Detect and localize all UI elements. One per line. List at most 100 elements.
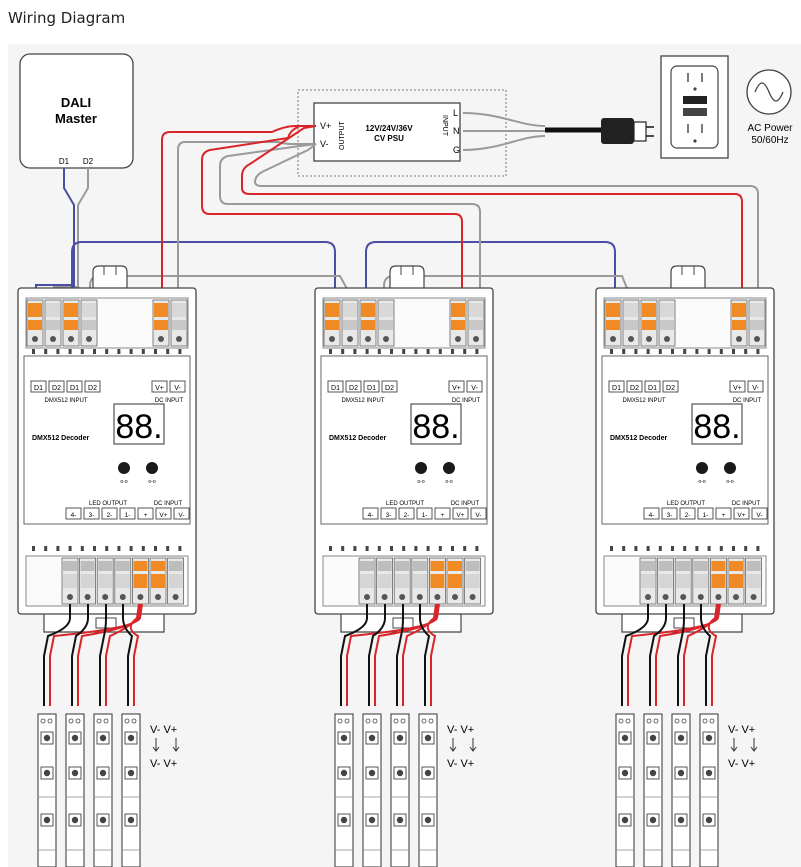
dali-master: DALI Master D1 D2 (19, 53, 134, 169)
led-output-pin-label: 3- (386, 512, 392, 519)
dmx-input-pin-label: D2 (349, 385, 358, 392)
dc-input-label: DC INPUT (155, 398, 184, 404)
led-output-pin-label: V+ (456, 512, 464, 519)
screw-terminal (393, 557, 411, 605)
dc-input-label: DC INPUT (733, 398, 762, 404)
dc-input-pin-label: V+ (733, 385, 742, 392)
dmx-input-pin-label: D1 (367, 385, 376, 392)
screw-terminal (692, 557, 710, 605)
screw-terminal (604, 299, 622, 347)
screw-terminal (730, 299, 748, 347)
screw-terminal (376, 557, 393, 605)
led-output-group: V- V+ V- V+ (615, 603, 758, 867)
dc-input-pin-label: V+ (155, 385, 164, 392)
psu-model-line2: CV PSU (374, 134, 404, 143)
led-strip (362, 713, 382, 867)
strip-polarity-bottom: V- V+ (728, 758, 755, 770)
decoder-title: DMX512 Decoder (610, 435, 667, 442)
decoder-button-b-label: o-o (445, 479, 452, 485)
decoder-button-a[interactable] (118, 462, 130, 474)
led-strip (93, 713, 113, 867)
cv-psu: V+ V- OUTPUT 12V/24V/36V CV PSU INPUT L … (297, 89, 507, 177)
led-output-group: V- V+V- V+ (334, 603, 477, 867)
ac-power: AC Power 50/60Hz (746, 69, 793, 146)
screw-terminal (622, 299, 640, 347)
dc-input-label-bottom: DC INPUT (732, 501, 761, 507)
ac-power-line1: AC Power (747, 123, 793, 134)
led-strip (334, 713, 354, 867)
led-output-pin-label: 3- (89, 512, 95, 519)
segment-display-value: 88. (115, 408, 162, 446)
dmx-input-pin-label: D2 (666, 385, 675, 392)
led-output-group: V- V+V- V+ (37, 603, 180, 867)
led-output-label: LED OUTPUT (386, 501, 424, 507)
screw-terminal (449, 299, 467, 347)
screw-terminal (149, 557, 167, 605)
screw-terminal (26, 299, 44, 347)
dmx512-input-label: DMX512 INPUT (44, 398, 87, 404)
screw-terminal (167, 557, 185, 605)
decoder-button-b[interactable] (146, 462, 158, 474)
led-strip (121, 713, 141, 867)
screw-terminal (96, 557, 114, 605)
screw-terminal (639, 557, 657, 605)
dmx-input-pin-label: D1 (34, 385, 43, 392)
decoder-button-b[interactable] (443, 462, 455, 474)
led-output-pin-label: V- (756, 512, 762, 519)
decoder-button-b-label: o-o (148, 479, 155, 485)
screw-terminal (341, 299, 359, 347)
led-output-pin-label: 2- (685, 512, 691, 519)
dmx-input-pin-label: D2 (88, 385, 97, 392)
decoder-button-a[interactable] (415, 462, 427, 474)
strip-polarity-top: V- V+ (728, 724, 755, 736)
screw-terminal (710, 557, 727, 605)
led-output-pin-label: 2- (107, 512, 113, 519)
led-output-pin-label: 4- (649, 512, 655, 519)
psu-vminus: V- (320, 139, 329, 149)
decoder-button-a[interactable] (696, 462, 708, 474)
led-output-pin-label: + (441, 512, 445, 519)
dc-supply-wires (161, 125, 759, 298)
screw-terminal (62, 299, 80, 347)
led-strip (615, 713, 635, 867)
screw-terminal (674, 557, 692, 605)
screw-terminal (132, 557, 149, 605)
led-strip (65, 713, 85, 867)
led-strip (418, 713, 438, 867)
psu-model-line1: 12V/24V/36V (365, 124, 413, 133)
screw-terminal (748, 299, 766, 347)
screw-terminal (727, 557, 745, 605)
screw-terminal (61, 557, 79, 605)
screw-terminal (657, 557, 674, 605)
segment-display-value: 88. (693, 408, 740, 446)
strip-polarity-top: V- V+ (150, 724, 177, 736)
dali-pin-d1: D1 (59, 157, 70, 166)
plug-icon (601, 118, 654, 144)
screw-terminal (80, 299, 98, 347)
screw-terminal (79, 557, 96, 605)
segment-display (113, 403, 165, 445)
screw-terminal (358, 557, 376, 605)
led-output-pin-label: 2- (404, 512, 410, 519)
screw-terminal (640, 299, 658, 347)
screw-terminal (323, 299, 341, 347)
dc-input-pin-label: V- (752, 385, 759, 392)
screw-terminal (114, 557, 132, 605)
led-strip (699, 713, 719, 867)
led-output-label: LED OUTPUT (667, 501, 705, 507)
led-output-pin-label: 1- (703, 512, 709, 519)
strip-polarity-top: V- V+ (447, 724, 474, 736)
decoder-button-a-label: o-o (120, 479, 127, 485)
led-strip (37, 713, 57, 867)
led-output-pin-label: V+ (737, 512, 745, 519)
led-output-pin-label: + (144, 512, 148, 519)
dali-pin-d2: D2 (83, 157, 94, 166)
psu-input-label: INPUT (441, 115, 448, 137)
dmx-input-pin-label: D1 (70, 385, 79, 392)
dc-input-pin-label: V- (174, 385, 181, 392)
decoder-button-b-label: o-o (726, 479, 733, 485)
decoder-button-b[interactable] (724, 462, 736, 474)
screw-terminal (429, 557, 446, 605)
